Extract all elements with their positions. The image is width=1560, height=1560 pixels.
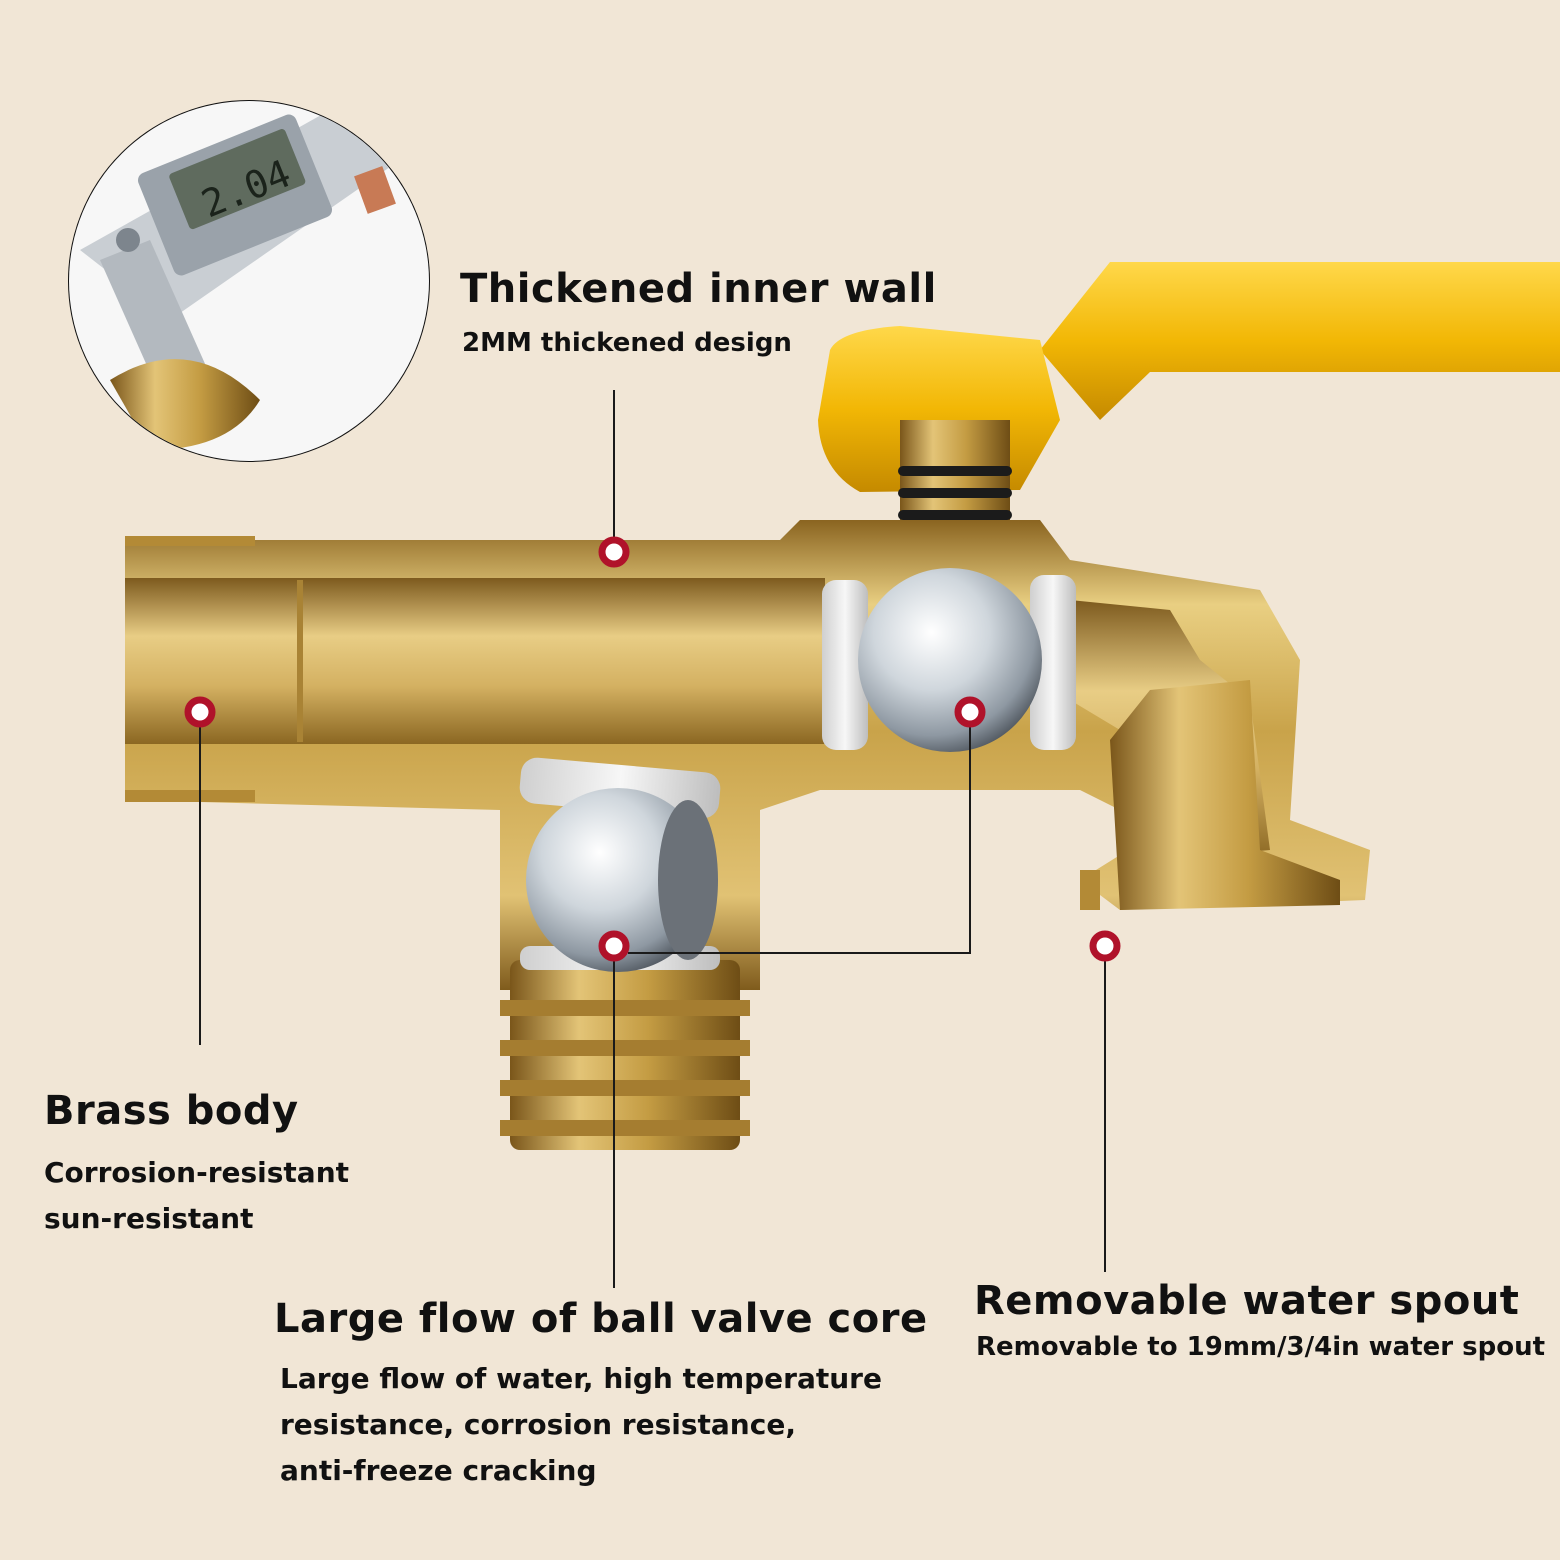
marker-lower-ball (598, 930, 630, 962)
ball-valve-line: anti-freeze cracking (280, 1454, 597, 1487)
marker-main-ball (954, 696, 986, 728)
lower-outlet (500, 960, 750, 1150)
brass-body-description: Corrosion-resistant sun-resistant (44, 1150, 349, 1242)
marker-water-spout (1089, 930, 1121, 962)
brass-body-title: Brass body (44, 1088, 299, 1134)
lower-ball-valve (519, 757, 721, 972)
ball-valve-line: resistance, corrosion resistance, (280, 1408, 796, 1441)
body-threads (125, 536, 1100, 910)
marker-inner-wall (598, 536, 630, 568)
main-ball-valve (822, 568, 1076, 752)
caliper-inset: 2.04 (68, 100, 430, 462)
ball-valve-description: Large flow of water, high temperature re… (280, 1356, 882, 1494)
leader-lines (199, 390, 1106, 1288)
brass-body-line: Corrosion-resistant (44, 1156, 350, 1189)
water-spout-subtitle: Removable to 19mm/3/4in water spout (976, 1332, 1546, 1362)
ball-valve-title: Large flow of ball valve core (274, 1296, 928, 1342)
inner-wall-subtitle: 2MM thickened design (462, 328, 792, 358)
brass-body (125, 520, 1370, 990)
brass-body-line: sun-resistant (44, 1202, 254, 1235)
water-spout-title: Removable water spout (974, 1278, 1520, 1324)
marker-brass-body (184, 696, 216, 728)
callout-markers (184, 536, 1121, 962)
ball-valve-line: Large flow of water, high temperature (280, 1362, 882, 1395)
inner-wall-title: Thickened inner wall (460, 266, 937, 312)
